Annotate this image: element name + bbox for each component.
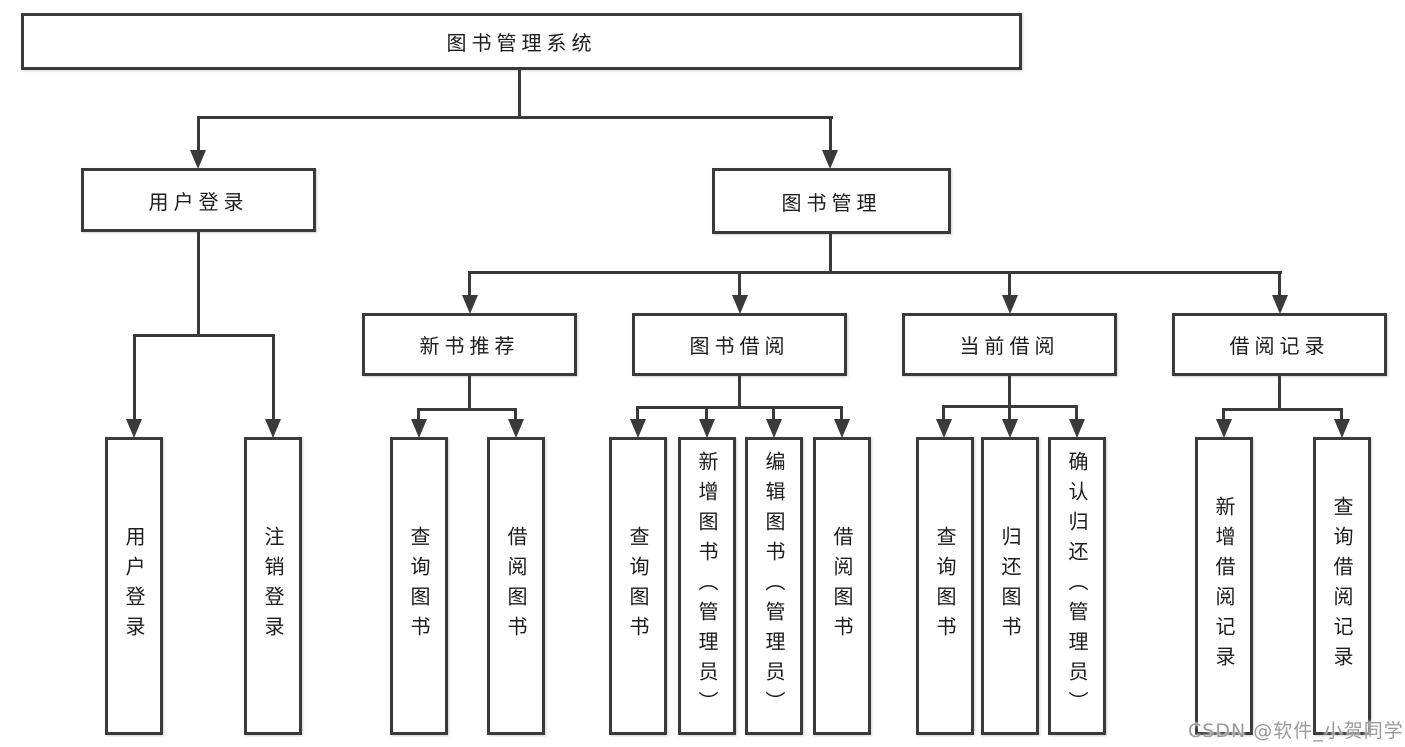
leaf-query-books-borrowing: 查询图书 [609,437,667,735]
node-current-borrowing: 当前借阅 [902,313,1117,376]
connector-line [468,271,1282,274]
arrowhead-icon [462,295,478,314]
arrowhead-icon [936,419,952,438]
leaf-query-books-current: 查询图书 [916,437,974,735]
connector-line [772,406,775,421]
connector-line [1008,271,1011,297]
leaf-borrow-books: 借阅图书 [813,437,871,735]
arrowhead-icon [766,419,782,438]
connector-line [1340,408,1343,422]
arrowhead-icon [732,295,748,314]
node-new-book-recommendation: 新书推荐 [362,313,577,376]
leaf-query-borrow-record: 查询借阅记录 [1313,437,1371,735]
connector-line [272,334,275,421]
connector-line [738,376,741,409]
connector-line [1075,405,1078,421]
arrowhead-icon [834,419,850,438]
arrowhead-icon [265,419,281,438]
connector-line [829,234,832,274]
connector-line [1278,271,1281,297]
connector-line [1222,408,1343,411]
leaf-user-login: 用户登录 [105,437,163,735]
arrowhead-icon [699,419,715,438]
leaf-query-books-recommend: 查询图书 [390,437,448,735]
connector-line [417,408,517,411]
connector-line [133,334,136,421]
arrowhead-icon [126,419,142,438]
node-borrowing-records: 借阅记录 [1172,313,1387,376]
node-book-borrowing: 图书借阅 [632,313,847,376]
arrowhead-icon [1069,419,1085,438]
connector-line [197,116,200,153]
arrowhead-icon [1002,295,1018,314]
node-book-management: 图书管理 [712,168,951,234]
leaf-add-books-admin: 新增图书（管理员） [678,437,736,735]
connector-line [417,408,420,422]
arrowhead-icon [1272,295,1288,314]
leaf-logout: 注销登录 [244,437,302,735]
connector-line [942,405,945,421]
connector-line [468,271,471,297]
leaf-return-books: 归还图书 [981,437,1039,735]
connector-line [197,116,833,119]
connector-line [197,232,200,337]
arrowhead-icon [630,419,646,438]
leaf-confirm-return-admin: 确认归还（管理员） [1048,437,1106,735]
connector-line [636,406,843,409]
connector-line [133,334,275,337]
arrowhead-icon [1002,419,1018,438]
csdn-watermark: CSDN @软件_小贺同学 [1188,720,1404,742]
connector-line [514,408,517,422]
connector-line [1008,376,1011,408]
connector-line [829,116,832,153]
connector-line [738,271,741,297]
connector-line [1222,408,1225,422]
connector-line [518,70,521,119]
leaf-borrow-books-recommend: 借阅图书 [487,437,545,735]
connector-line [840,406,843,421]
node-library-management-system: 图书管理系统 [21,13,1022,70]
connector-line [1008,405,1011,421]
node-user-login: 用户登录 [81,168,316,232]
connector-line [1278,376,1281,411]
arrowhead-icon [508,419,524,438]
connector-line [468,376,471,411]
arrowhead-icon [190,150,206,169]
arrowhead-icon [822,150,838,169]
leaf-edit-books-admin: 编辑图书（管理员） [745,437,803,735]
arrowhead-icon [411,419,427,438]
connector-line [705,406,708,421]
arrowhead-icon [1334,419,1350,438]
arrowhead-icon [1216,419,1232,438]
connector-line [636,406,639,421]
leaf-add-borrow-record: 新增借阅记录 [1195,437,1253,735]
